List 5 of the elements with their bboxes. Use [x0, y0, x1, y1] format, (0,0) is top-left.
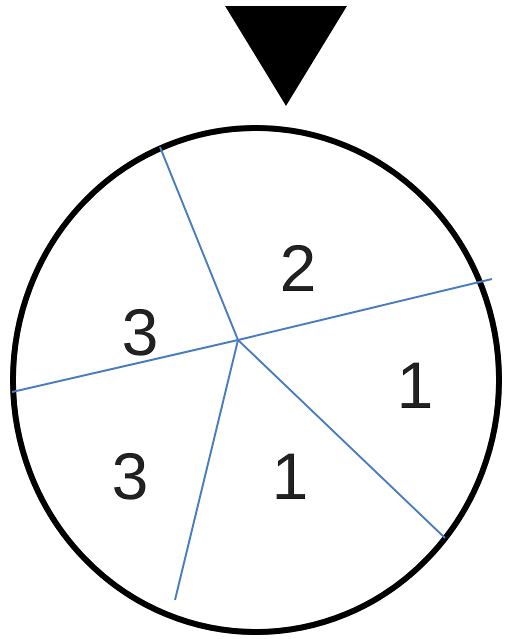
sector-number: 3	[112, 443, 148, 509]
sector-number: 3	[122, 299, 158, 365]
sector-number: 2	[280, 235, 316, 301]
sector-number: 1	[272, 443, 308, 509]
sector-number: 1	[396, 352, 434, 418]
